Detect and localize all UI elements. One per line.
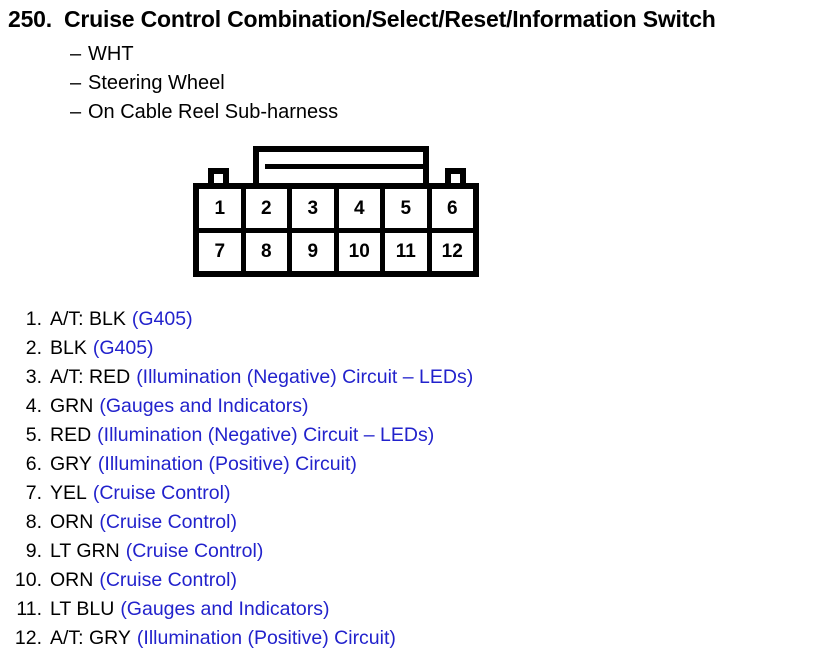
pin-wire-color: A/T: BLK: [50, 308, 126, 330]
pin-circuit-reference: (Illumination (Negative) Circuit – LEDs): [136, 366, 474, 388]
pin-wire-color: YEL: [50, 482, 87, 504]
pin-number: 1.: [25, 308, 42, 330]
connector-notes-list: – WHT – Steering Wheel – On Cable Reel S…: [70, 40, 670, 127]
connector-pin-cell: 4: [339, 189, 385, 228]
connector-pin-cell: 11: [385, 232, 432, 271]
pin-circuit-reference: (Cruise Control): [99, 511, 237, 533]
entry-number: 250.: [8, 6, 52, 32]
dash-bullet-icon: –: [70, 72, 82, 94]
connector-pin-cell: 9: [292, 232, 339, 271]
pin-wire-color: A/T: RED: [50, 366, 131, 388]
pin-circuit-reference: (G405): [131, 308, 193, 330]
pin-wire-color: LT GRN: [50, 540, 120, 562]
pin-circuit-reference: (Cruise Control): [125, 540, 264, 562]
pin-number: 7.: [25, 482, 42, 504]
connector-note-text: Steering Wheel: [88, 72, 225, 94]
connector-note: – WHT: [70, 40, 670, 69]
pin-circuit-reference: (Cruise Control): [92, 482, 231, 504]
pin-circuit-reference: (Gauges and Indicators): [99, 395, 309, 417]
pin-list-item: 9. LT GRN (Cruise Control): [8, 537, 828, 566]
pin-list-item: 12. A/T: GRY (Illumination (Positive) Ci…: [8, 624, 828, 653]
pin-number: 3.: [25, 366, 42, 388]
pin-list-item: 6. GRY (Illumination (Positive) Circuit): [8, 450, 828, 479]
pin-number: 5.: [25, 424, 42, 446]
pin-number: 6.: [25, 453, 42, 475]
pin-number: 12.: [14, 627, 42, 649]
entry-title: Cruise Control Combination/Select/Reset/…: [64, 6, 716, 32]
pin-wire-color: RED: [50, 424, 92, 446]
dash-bullet-icon: –: [70, 43, 82, 65]
connector-pin-cell: 5: [385, 189, 432, 228]
pin-wire-color: BLK: [50, 337, 87, 359]
pin-wire-color: ORN: [50, 511, 94, 533]
pin-circuit-reference: (Illumination (Positive) Circuit): [136, 627, 396, 649]
connector-latch-line: [265, 164, 429, 169]
pin-number: 10.: [14, 569, 42, 591]
pin-list-item: 5. RED (Illumination (Negative) Circuit …: [8, 421, 828, 450]
connector-pin-cell: 1: [199, 189, 246, 228]
pin-assignment-list: 1. A/T: BLK (G405) 2. BLK (G405) 3. A/T:…: [8, 305, 828, 653]
connector-note-text: WHT: [88, 43, 134, 65]
connector-row-top: 1 2 3 4 5 6: [199, 189, 473, 233]
pin-wire-color: A/T: GRY: [50, 627, 131, 649]
pin-list-item: 4. GRN (Gauges and Indicators): [8, 392, 828, 421]
page-title: 250. Cruise Control Combination/Select/R…: [8, 6, 832, 33]
connector-note: – Steering Wheel: [70, 69, 670, 98]
pin-list-item: 7. YEL (Cruise Control): [8, 479, 828, 508]
connector-pin-cell: 10: [339, 232, 385, 271]
connector-pin-cell: 12: [441, 241, 463, 263]
connector-latch-icon: [253, 146, 429, 183]
connector-body: 1 2 3 4 5 6 7 8 9 10 11 12: [193, 183, 479, 277]
pin-number: 8.: [25, 511, 42, 533]
connector-pin-cell: 7: [199, 232, 246, 271]
pin-circuit-reference: (Illumination (Positive) Circuit): [97, 453, 357, 475]
pin-number: 4.: [25, 395, 42, 417]
connector-pin-cell: 2: [246, 189, 292, 228]
connector-tab-right-icon: [445, 168, 466, 184]
connector-pin-cell: 3: [292, 189, 339, 228]
pin-list-item: 10. ORN (Cruise Control): [8, 566, 828, 595]
pin-wire-color: LT BLU: [50, 598, 115, 620]
connector-diagram: 1 2 3 4 5 6 7 8 9 10 11 12: [193, 146, 483, 278]
connector-pin-cell: 6: [446, 197, 458, 219]
pin-wire-color: GRN: [50, 395, 94, 417]
pin-list-item: 11. LT BLU (Gauges and Indicators): [8, 595, 828, 624]
pin-circuit-reference: (Illumination (Negative) Circuit – LEDs): [97, 424, 435, 446]
connector-note: – On Cable Reel Sub-harness: [70, 98, 670, 127]
pin-wire-color: ORN: [50, 569, 94, 591]
pin-circuit-reference: (Cruise Control): [99, 569, 237, 591]
pin-list-item: 8. ORN (Cruise Control): [8, 508, 828, 537]
pin-circuit-reference: (Gauges and Indicators): [120, 598, 330, 620]
pin-list-item: 2. BLK (G405): [8, 334, 828, 363]
pin-number: 11.: [16, 598, 42, 620]
pin-circuit-reference: (G405): [92, 337, 154, 359]
dash-bullet-icon: –: [70, 101, 82, 123]
pin-number: 9.: [25, 540, 42, 562]
connector-note-text: On Cable Reel Sub-harness: [88, 101, 339, 123]
pin-wire-color: GRY: [50, 453, 92, 475]
pin-list-item: 1. A/T: BLK (G405): [8, 305, 828, 334]
connector-pin-cell: 8: [246, 232, 292, 271]
pin-list-item: 3. A/T: RED (Illumination (Negative) Cir…: [8, 363, 828, 392]
connector-tab-left-icon: [208, 168, 229, 184]
pin-number: 2.: [25, 337, 42, 359]
connector-row-bottom: 7 8 9 10 11 12: [199, 232, 473, 271]
